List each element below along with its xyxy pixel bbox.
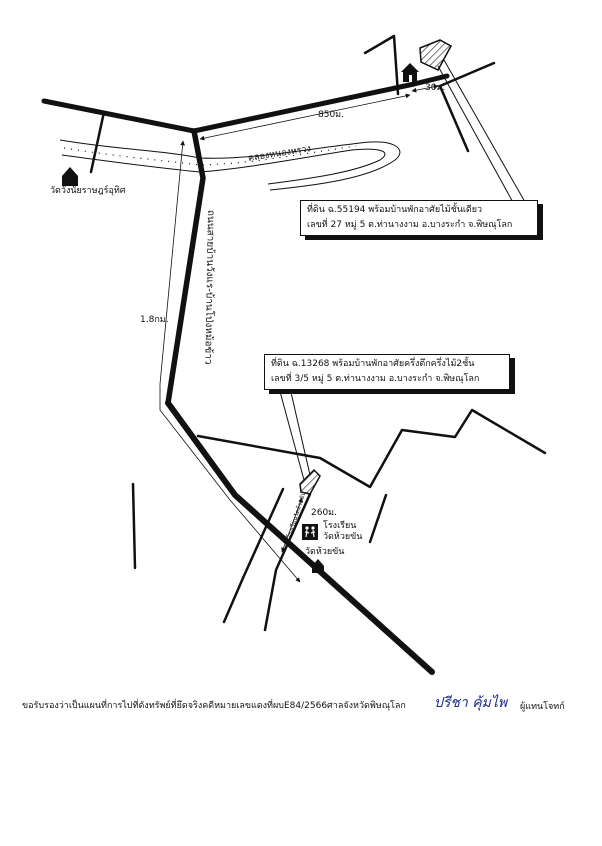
school-label-2: วัดห้วยขัน [323, 532, 363, 542]
distance-markers [159, 84, 439, 583]
canal [59, 139, 401, 191]
signer-role: ผู้แทนโจทก์ [520, 702, 565, 712]
property-hatch-icon [299, 468, 321, 495]
school-label-1: โรงเรียน [323, 521, 357, 531]
temple-icon [62, 167, 78, 186]
property-box-top: ที่ดิน ฉ.55194 พร้อมบ้านพักอาศัยไม้ชั้นเ… [300, 200, 538, 236]
temple-icon [312, 559, 324, 573]
road-name-label: ถนนสายบ้านวังแร-บ้านโป่งหม้อข้าว [202, 209, 217, 365]
property-box-bottom-line2: เลขที่ 3/5 หมู่ 5 ต.ท่านางงาม อ.บางระกำ … [271, 374, 480, 384]
house-icon [401, 63, 419, 82]
signature: ปรีชา คุ้มไพ [434, 695, 508, 711]
property-box-top-line1: ที่ดิน ฉ.55194 พร้อมบ้านพักอาศัยไม้ชั้นเ… [307, 205, 483, 215]
distance-260-label: 260ม. [311, 508, 337, 518]
distance-850-label: 850ม. [318, 110, 344, 120]
property-box-top-line2: เลขที่ 27 หมู่ 5 ต.ท่านางงาม อ.บางระกำ จ… [307, 220, 513, 230]
property-box-bottom: ที่ดิน ฉ.13268 พร้อมบ้านพักอาศัยครึ่งตึก… [264, 354, 510, 390]
distance-18km-label: 1.8กม. [140, 315, 169, 325]
property-hatch-icon [419, 39, 453, 71]
leader-lines [271, 59, 526, 481]
temple-left-label: วัดวังนัยราษฎร์อุทิศ [50, 186, 126, 196]
certification-text: ขอรับรองว่าเป็นแผนที่การไปที่ดังทรัพย์ที… [22, 701, 406, 711]
distance-30-label: 30ม. [425, 83, 446, 93]
school-children-icon [302, 524, 318, 540]
temple-bottom-label: วัดห้วยขัน [305, 547, 345, 557]
property-box-bottom-line1: ที่ดิน ฉ.13268 พร้อมบ้านพักอาศัยครึ่งตึก… [271, 359, 475, 369]
